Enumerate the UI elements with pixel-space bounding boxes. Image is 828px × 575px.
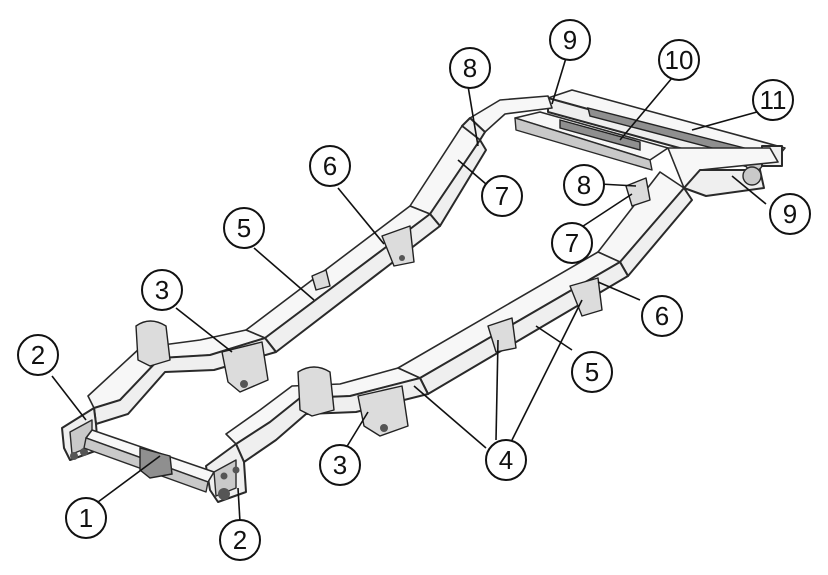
callout-5-right-label: 5 [585,357,599,387]
callout-5-right: 5 [571,351,613,393]
callout-11: 11 [752,79,794,121]
callout-6-left: 6 [309,145,351,187]
spring-towers [135,320,335,417]
callout-9-right: 9 [769,193,811,235]
leader-lines [51,57,767,523]
callout-9-left-label: 9 [563,25,577,55]
callout-1: 1 [65,497,107,539]
callout-6-left-label: 6 [323,151,337,181]
callout-3-left-label: 3 [155,275,169,305]
callout-1-label: 1 [79,503,93,533]
callout-2-front-right: 2 [219,519,261,561]
rail-brackets [221,177,651,437]
callout-8-left: 8 [449,47,491,89]
callout-4: 4 [485,439,527,481]
callout-9-right-label: 9 [783,199,797,229]
callout-5-left-label: 5 [237,213,251,243]
callout-2-front-right-label: 2 [233,525,247,555]
callout-7-left-label: 7 [495,181,509,211]
callout-7-left: 7 [481,175,523,217]
callout-7-right: 7 [551,222,593,264]
callout-8-right: 8 [563,164,605,206]
callout-8-right-label: 8 [577,170,591,200]
callout-3-right: 3 [319,444,361,486]
callout-2-front-left-label: 2 [31,340,45,370]
callout-8-left-label: 8 [463,53,477,83]
callout-4-label: 4 [499,445,513,475]
front-cross-tube [83,429,215,493]
callout-2-front-left: 2 [17,334,59,376]
callout-7-right-label: 7 [565,228,579,258]
callout-10: 10 [658,39,700,81]
callout-3-left: 3 [141,269,183,311]
callout-11-label: 11 [760,85,787,115]
callout-6-right: 6 [641,295,683,337]
callout-9-left: 9 [549,19,591,61]
rear-crossmember [547,89,786,172]
callout-6-right-label: 6 [655,301,669,331]
callout-3-right-label: 3 [333,450,347,480]
callout-5-left: 5 [223,207,265,249]
callout-10-label: 10 [665,45,694,75]
